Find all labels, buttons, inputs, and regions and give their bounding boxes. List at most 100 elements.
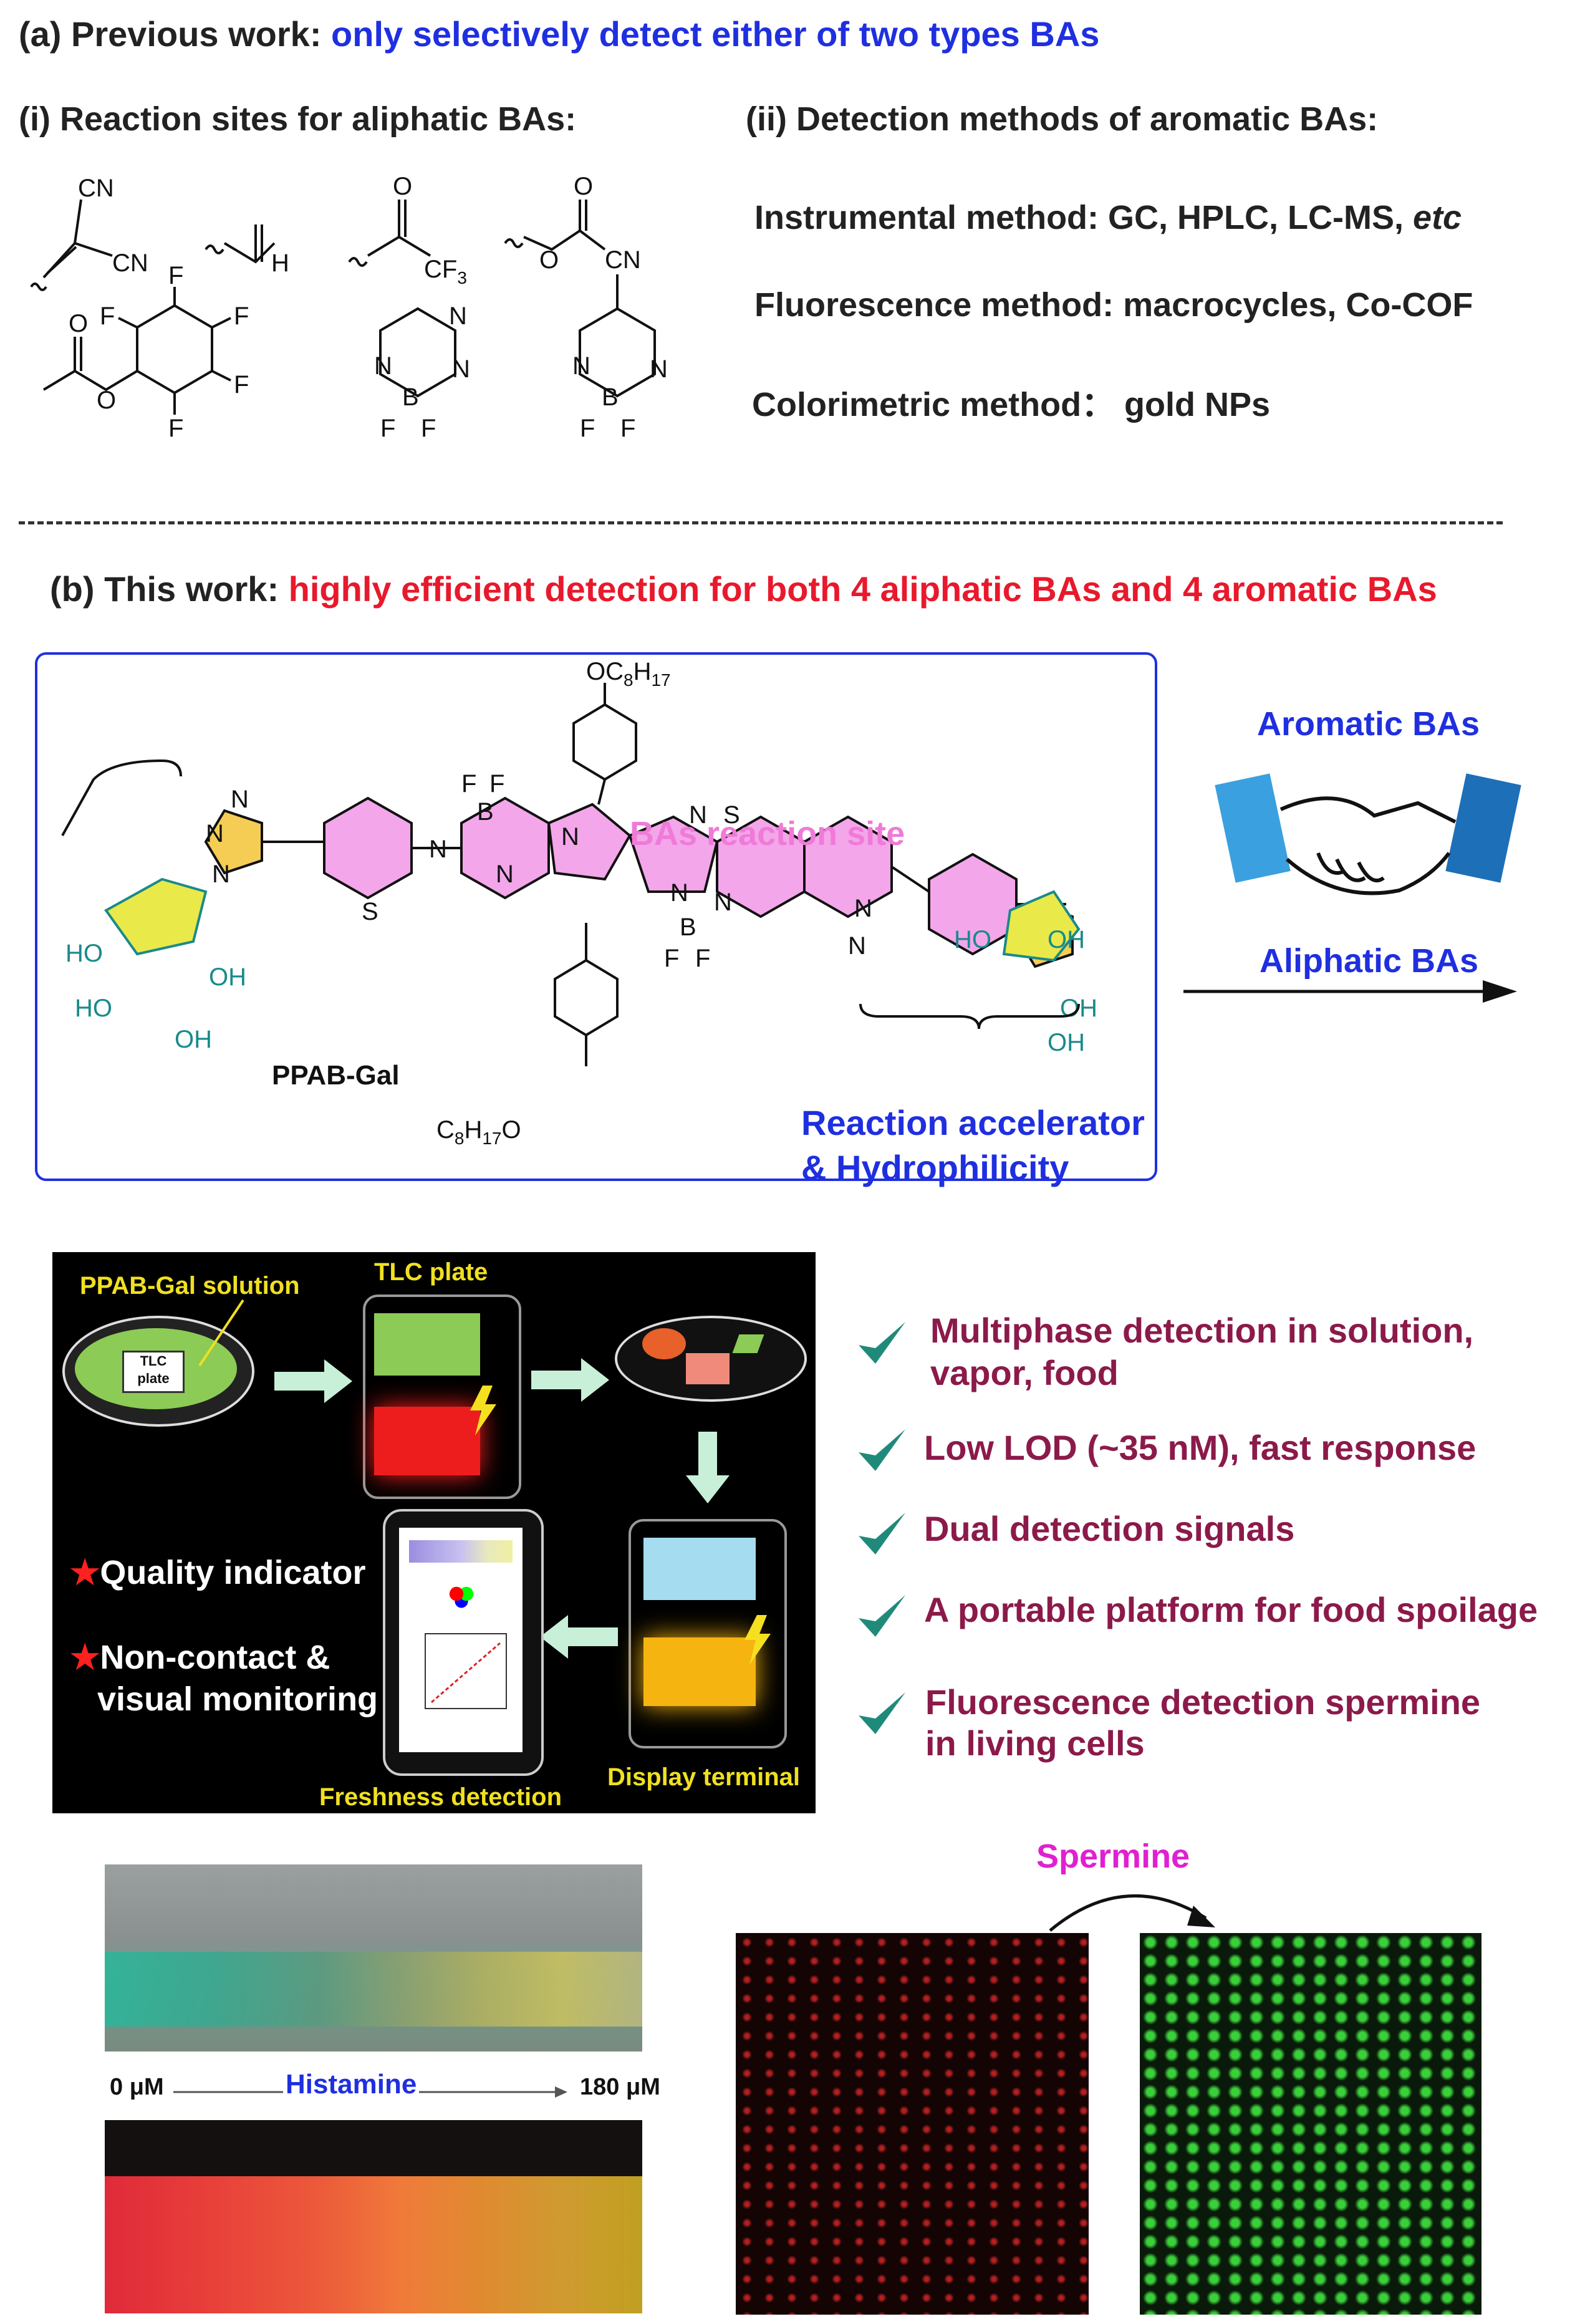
svg-text:O: O xyxy=(69,310,88,337)
phone-swatches xyxy=(409,1540,513,1563)
arrow-left xyxy=(540,1615,618,1659)
cells-before-image xyxy=(736,1933,1089,2315)
svg-text:OH: OH xyxy=(175,1026,212,1053)
svg-text:N: N xyxy=(689,801,707,829)
check-icon-2 xyxy=(859,1429,905,1471)
curved-arrow xyxy=(1049,1894,1215,1932)
svg-text:O: O xyxy=(97,387,116,414)
svg-text:CF3: CF3 xyxy=(424,256,467,287)
svg-text:N: N xyxy=(429,836,447,863)
svg-text:HO: HO xyxy=(75,995,112,1022)
check-icon-4 xyxy=(859,1595,905,1637)
svg-text:F: F xyxy=(168,415,183,442)
handshake-icon xyxy=(1215,773,1521,895)
svg-text:C8H17O: C8H17O xyxy=(436,1116,521,1148)
svg-text:N: N xyxy=(212,861,230,888)
method-instrumental: Instrumental method: GC, HPLC, LC-MS, et… xyxy=(754,198,1462,237)
section-b-highlight: highly efficient detection for both 4 al… xyxy=(288,569,1437,609)
svg-text:F: F xyxy=(168,262,183,289)
svg-text:N: N xyxy=(452,355,470,383)
arrow-down xyxy=(686,1432,730,1503)
visual-monitoring-label: visual monitoring xyxy=(97,1680,378,1718)
reaction-arrow xyxy=(1183,980,1517,1003)
lightning-icon xyxy=(470,1386,496,1435)
display-terminal-card xyxy=(629,1519,787,1748)
svg-text:B: B xyxy=(477,798,494,826)
cuvettes-uv-photo xyxy=(105,2120,642,2313)
display-blue-zone xyxy=(643,1538,756,1600)
section-b-prefix: (b) This work: xyxy=(50,569,279,609)
svg-text:F: F xyxy=(461,770,476,798)
arrow-right-2 xyxy=(531,1358,609,1402)
svg-text:F: F xyxy=(380,415,395,442)
tlc-in-dish-text: TLC plate xyxy=(137,1353,170,1386)
aliphatic-sites-title: (i) Reaction sites for aliphatic BAs: xyxy=(19,100,577,138)
svg-text:N: N xyxy=(231,786,249,813)
histamine-start: 0 μM xyxy=(110,2074,164,2100)
tlc-red-zone xyxy=(374,1407,480,1475)
noncontact-line1: Non-contact & xyxy=(100,1639,330,1676)
star-icon-2: ★ xyxy=(70,1639,100,1676)
check-icon-3 xyxy=(859,1513,905,1555)
ppab-gal-name: PPAB-Gal xyxy=(272,1060,400,1091)
feature-4: A portable platform for food spoilage xyxy=(924,1590,1538,1629)
molecule-panel xyxy=(35,652,1157,1181)
svg-text:S: S xyxy=(362,898,378,925)
section-divider xyxy=(19,521,1503,524)
svg-text:F: F xyxy=(100,302,115,330)
display-orange-zone xyxy=(643,1637,756,1706)
section-a-highlight: only selectively detect either of two ty… xyxy=(331,14,1100,54)
feature-3: Dual detection signals xyxy=(924,1509,1295,1548)
phone-plot xyxy=(425,1633,507,1709)
svg-text:N: N xyxy=(561,823,579,851)
svg-text:N: N xyxy=(449,302,467,330)
svg-text:B: B xyxy=(402,383,419,411)
svg-text:OH: OH xyxy=(209,963,246,991)
quality-indicator-label: Quality indicator xyxy=(100,1554,366,1591)
cuvettes-daylight-photo xyxy=(105,1864,642,2052)
svg-text:N: N xyxy=(854,895,872,922)
feature-1-line2: vapor, food xyxy=(930,1353,1119,1392)
svg-text:F: F xyxy=(421,415,436,442)
svg-text:F: F xyxy=(234,302,249,330)
reaction-accelerator-label: Reaction accelerator xyxy=(801,1103,1145,1142)
method-instrumental-label: Instrumental method: GC, HPLC, LC-MS, xyxy=(754,199,1404,236)
section-a-label: (a) Previous work: only selectively dete… xyxy=(19,14,1099,54)
feature-5-line1: Fluorescence detection spermine xyxy=(925,1682,1481,1722)
section-b-label: (b) This work: highly efficient detectio… xyxy=(50,569,1437,609)
spermine-label: Spermine xyxy=(1036,1838,1190,1875)
svg-text:B: B xyxy=(602,383,619,411)
svg-text:CN: CN xyxy=(78,175,114,202)
svg-text:O: O xyxy=(539,246,559,274)
check-icon-5 xyxy=(859,1692,905,1734)
hydrophilicity-label: & Hydrophilicity xyxy=(801,1148,1069,1187)
display-terminal-label: Display terminal xyxy=(607,1763,801,1791)
svg-text:F: F xyxy=(489,770,504,798)
check-icon-1 xyxy=(859,1322,905,1364)
svg-text:O: O xyxy=(574,173,593,200)
tlc-plate-card xyxy=(363,1295,521,1499)
method-fluorescence: Fluorescence method: macrocycles, Co-COF xyxy=(754,286,1473,324)
svg-text:B: B xyxy=(680,914,696,941)
star-icon: ★ xyxy=(70,1554,100,1591)
aromatic-methods-title: (ii) Detection methods of aromatic BAs: xyxy=(746,100,1379,138)
svg-text:H: H xyxy=(271,249,289,277)
freshness-label: Freshness detection xyxy=(319,1783,562,1811)
svg-text:N: N xyxy=(206,820,224,847)
histamine-end: 180 μM xyxy=(580,2074,660,2100)
arrow-right-1 xyxy=(274,1359,352,1403)
svg-text:OC8H17: OC8H17 xyxy=(586,658,671,690)
histamine-label: Histamine xyxy=(283,2069,420,2100)
feature-5-line2: in living cells xyxy=(925,1724,1145,1763)
svg-text:OH: OH xyxy=(1048,926,1085,953)
svg-text:N: N xyxy=(714,889,732,916)
svg-text:HO: HO xyxy=(65,940,103,967)
svg-text:F: F xyxy=(695,945,710,972)
svg-text:F: F xyxy=(664,945,679,972)
svg-text:N: N xyxy=(572,352,590,380)
tlc-in-dish: TLC plate xyxy=(122,1351,185,1393)
cells-after-image xyxy=(1140,1933,1481,2315)
svg-text:OH: OH xyxy=(1048,1029,1085,1056)
